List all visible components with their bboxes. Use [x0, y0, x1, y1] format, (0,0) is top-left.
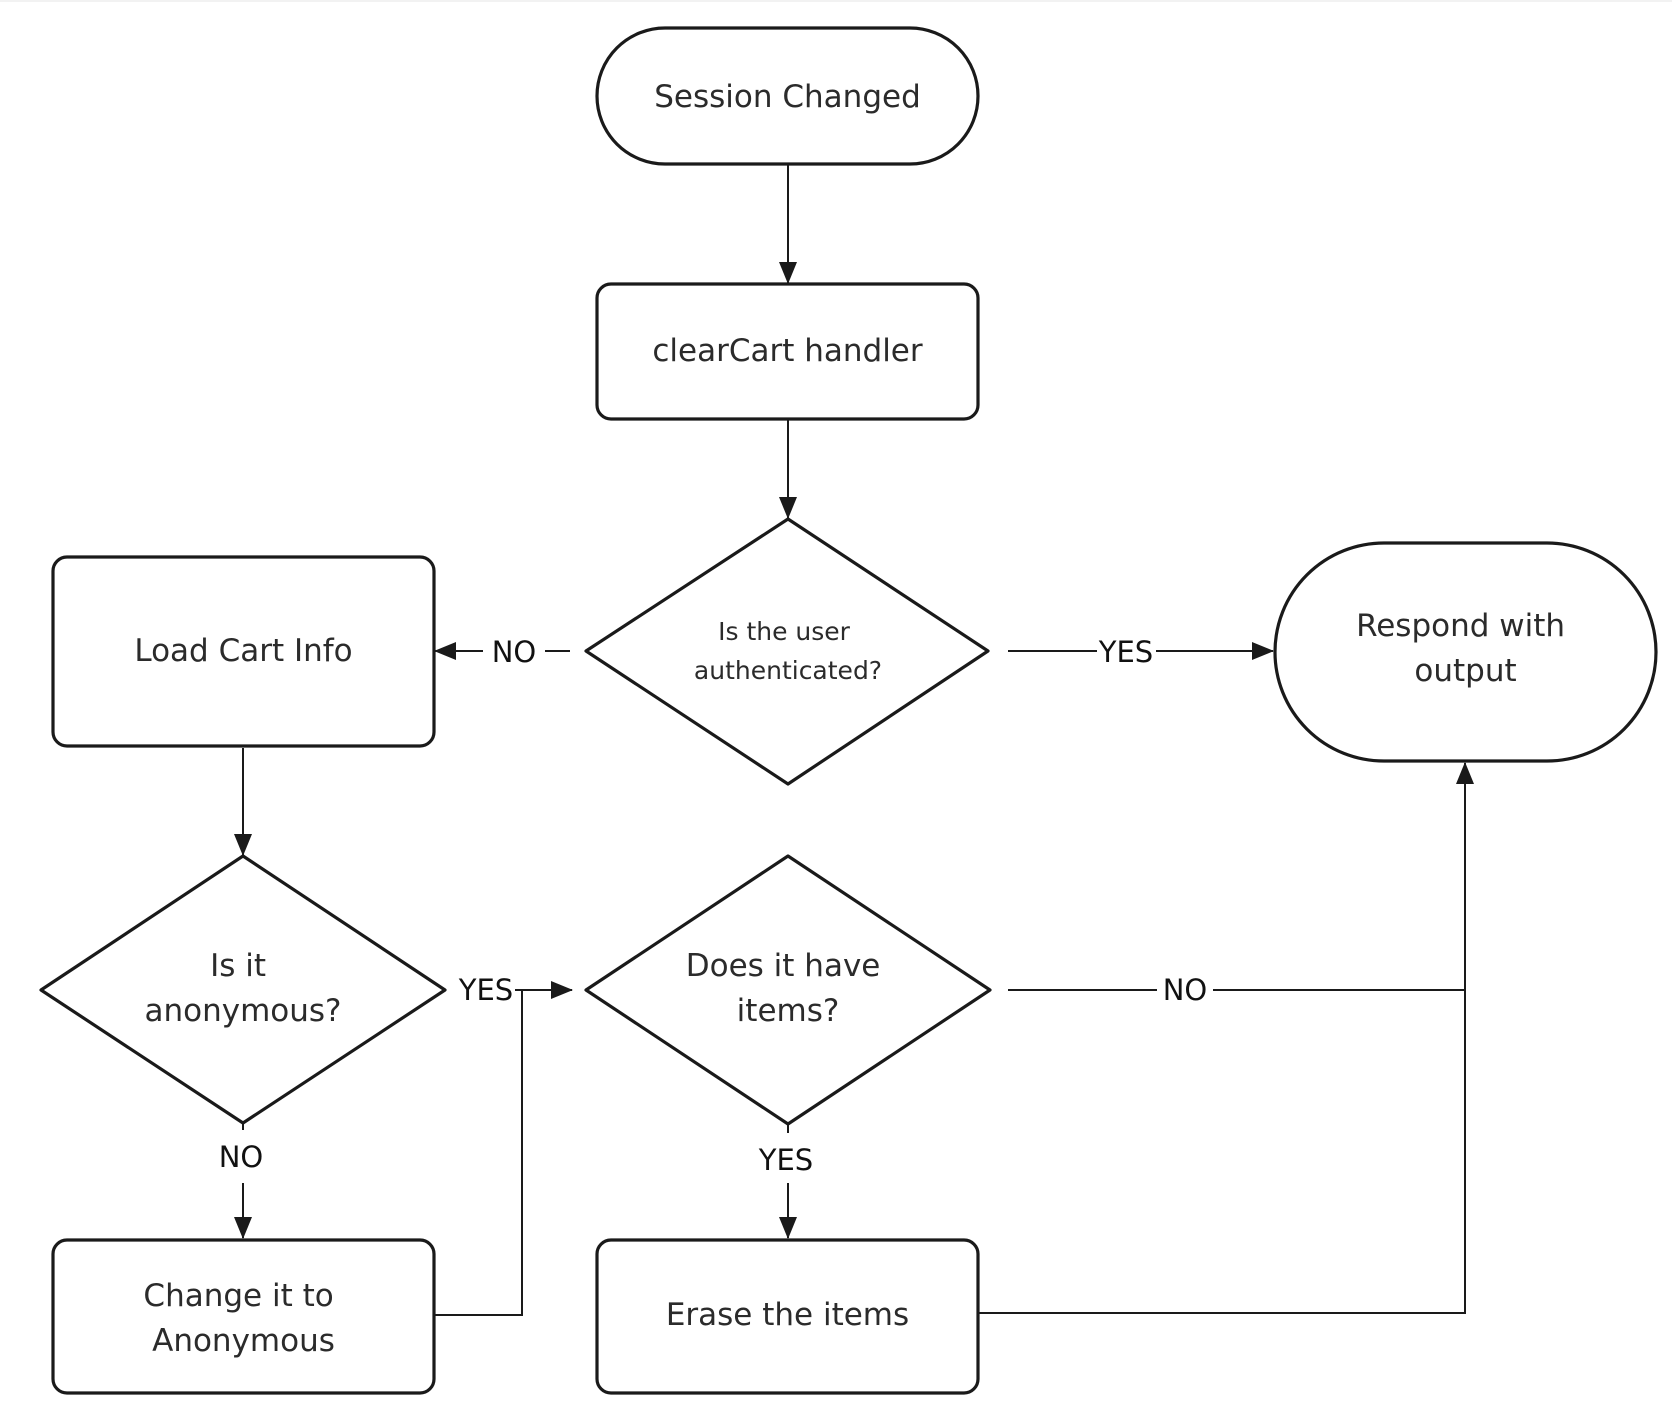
top-border	[0, 0, 1672, 2]
edge-label-auth-no: NO	[492, 635, 537, 669]
node-label-line: Change it to	[143, 1278, 333, 1314]
node-label-line: Session Changed	[654, 79, 921, 115]
node-label: Erase the items	[666, 1297, 909, 1333]
node-label: Respond with output	[1356, 608, 1575, 689]
node-is-it-anonymous[interactable]: Is it anonymous?	[39, 854, 447, 1125]
terminal-shape	[595, 26, 980, 166]
node-label-line: Is it	[210, 948, 266, 984]
node-erase-the-items[interactable]: Erase the items	[595, 1238, 980, 1395]
node-label: clearCart handler	[652, 333, 923, 369]
node-does-it-have-items[interactable]: Does it have items?	[584, 854, 992, 1126]
terminal-shape	[1273, 541, 1658, 763]
node-label-line: output	[1414, 653, 1516, 689]
node-clearcart-handler[interactable]: clearCart handler	[595, 282, 980, 421]
edge-label-anonymous-no: NO	[219, 1140, 264, 1174]
node-label-line: Erase the items	[666, 1297, 909, 1333]
node-label-line: Load Cart Info	[134, 633, 352, 669]
node-label: Session Changed	[654, 79, 921, 115]
node-label-line: authenticated?	[694, 656, 882, 685]
node-label-line: items?	[737, 993, 840, 1029]
edge-label-items-no: NO	[1163, 973, 1208, 1007]
edge-label-items-yes: YES	[758, 1143, 813, 1177]
process-shape	[595, 282, 980, 421]
node-label: Is it anonymous?	[144, 948, 341, 1029]
process-shape	[51, 1238, 436, 1395]
node-session-changed[interactable]: Session Changed	[595, 26, 980, 166]
node-respond-with-output[interactable]: Respond with output	[1273, 541, 1658, 763]
node-label-line: Does it have	[686, 948, 881, 984]
node-label: Change it to Anonymous	[143, 1278, 343, 1359]
node-label-line: anonymous?	[144, 993, 341, 1029]
node-is-user-authenticated[interactable]: Is the user authenticated?	[584, 517, 990, 786]
node-label-line: Is the user	[718, 617, 851, 646]
node-label-line: Anonymous	[152, 1323, 335, 1359]
decision-shape	[584, 854, 992, 1126]
connectors	[234, 165, 1474, 1316]
edge-label-auth-yes: YES	[1098, 635, 1153, 669]
node-label: Load Cart Info	[134, 633, 352, 669]
edge-labels: NO YES YES NO NO YES	[219, 635, 1208, 1177]
decision-shape	[584, 517, 990, 786]
node-change-to-anonymous[interactable]: Change it to Anonymous	[51, 1238, 436, 1395]
process-shape	[51, 555, 436, 748]
node-label: Does it have items?	[686, 948, 890, 1029]
process-shape	[595, 1238, 980, 1395]
node-label: Is the user authenticated?	[694, 617, 882, 685]
connector-erase-to-respond	[978, 762, 1474, 1314]
node-label-line: clearCart handler	[652, 333, 923, 369]
node-load-cart-info[interactable]: Load Cart Info	[51, 555, 436, 748]
connector-change-to-items	[433, 990, 523, 1316]
decision-shape	[39, 854, 447, 1125]
edge-label-anonymous-yes: YES	[458, 973, 513, 1007]
node-label-line: Respond with	[1356, 608, 1565, 644]
